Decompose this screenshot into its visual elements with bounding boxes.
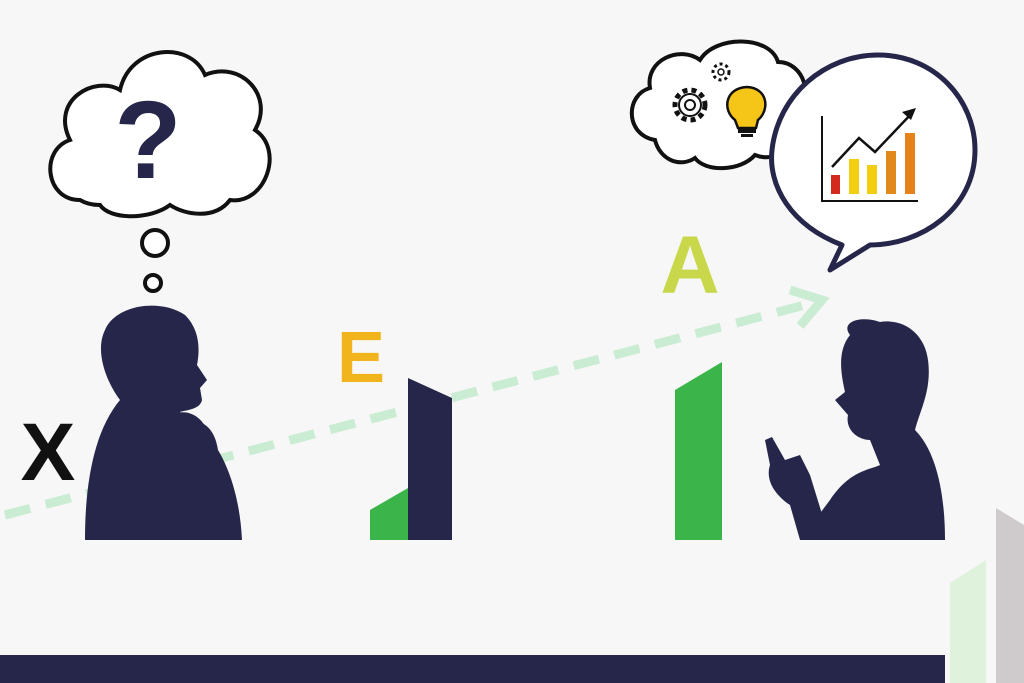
tall-green-bar [675, 362, 722, 540]
x-mark: X [21, 407, 76, 498]
small-green-bar [370, 488, 408, 540]
speech-bubble-icon [769, 52, 978, 273]
chart-bar [831, 175, 840, 194]
explaining-person-silhouette [765, 319, 945, 540]
thought-cloud-icon [48, 50, 272, 293]
growth-chart-icon [821, 108, 918, 202]
gear-icon [672, 87, 708, 123]
dark-bar [408, 378, 452, 540]
chart-bar [905, 133, 915, 194]
chart-bar [867, 165, 877, 194]
grade-a-label: A [660, 220, 719, 311]
chart-bar [849, 159, 859, 194]
grade-e-label: E [337, 318, 385, 398]
thinking-person-silhouette [85, 305, 242, 540]
bottom-band [0, 655, 945, 683]
lightbulb-icon [726, 85, 767, 137]
chart-bar [886, 151, 896, 194]
ideas-cloud-icon [629, 39, 808, 171]
small-gear-icon [711, 62, 731, 82]
question-mark-icon: ? [114, 79, 181, 202]
faded-bars-decoration [950, 508, 1024, 683]
